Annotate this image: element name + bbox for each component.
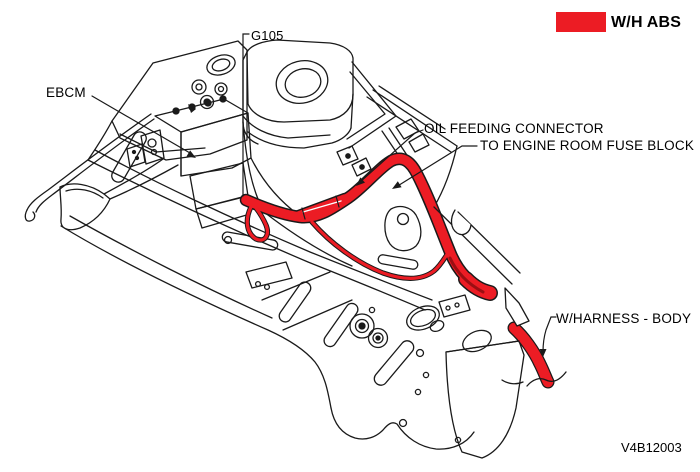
cowl-panel: [366, 85, 458, 208]
ebcm-arrow: [186, 150, 196, 158]
abs-harness-loop: [245, 205, 269, 242]
left-fender-tip: [59, 158, 179, 231]
legend-color-rect: [556, 12, 606, 32]
leader-lines: [91, 33, 557, 353]
legend-swatch: [556, 12, 606, 32]
callout-to-engine-room-fuse-block: TO ENGINE ROOM FUSE BLOCK: [480, 138, 695, 153]
ground-point-arrow: [188, 104, 196, 113]
body-harness-band: [508, 322, 554, 388]
hood-rod: [24, 113, 155, 222]
callout-w-harness-body: W/HARNESS - BODY: [556, 311, 692, 326]
chassis-line-art: [24, 39, 525, 459]
oil-connector-arrow: [356, 177, 365, 186]
fuse-block-leader: [395, 145, 478, 188]
callout-g105: G105: [251, 28, 284, 43]
body-harness-leader: [542, 316, 557, 353]
overlap-line-art: [433, 206, 567, 387]
callout-oil-feeding-connector: OIL FEEDING CONNECTOR: [424, 121, 604, 136]
drawing-number: V4B12003: [621, 440, 682, 455]
harness-details: [301, 195, 485, 294]
legend-label: W/H ABS: [611, 14, 682, 31]
body-harness-arrow: [539, 349, 547, 357]
air-cleaner: [242, 39, 431, 197]
oil-connector-leader: [359, 129, 424, 183]
abs-harness-branch: [310, 220, 450, 280]
callout-ebcm: EBCM: [46, 85, 86, 100]
fuse-block-arrow: [392, 181, 402, 189]
g105-leader: [242, 33, 250, 197]
chassis-frame: [60, 120, 525, 459]
leader-arrowheads: [186, 104, 547, 357]
ebcm-leader: [91, 95, 191, 154]
